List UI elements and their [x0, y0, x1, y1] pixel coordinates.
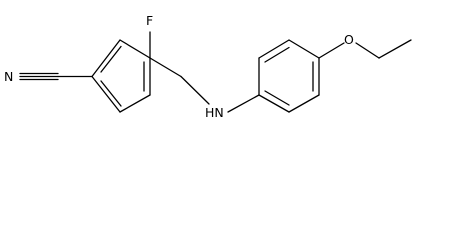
ring2-bond-3 — [288, 39, 320, 59]
ring1-double-3 — [100, 80, 122, 107]
ring2-bond-2 — [258, 39, 290, 59]
fluorine-label: F — [146, 13, 153, 28]
ring1-bond-1 — [91, 39, 121, 78]
benzylamine-linker: HN — [149, 57, 260, 120]
ring1-bond-5 — [91, 75, 121, 113]
nitrile-group — [19, 72, 93, 81]
ring1-bond-2 — [119, 39, 151, 59]
ring2-bond-5 — [288, 94, 320, 113]
fluoro-substituent: F — [146, 13, 153, 59]
ring2-bond-6 — [258, 94, 290, 113]
ring1-double-1 — [100, 45, 122, 73]
ring2-double-1 — [264, 46, 290, 63]
amine-label: HN — [205, 105, 224, 120]
nh-to-ring-bond — [227, 94, 260, 113]
ethoxy-group: O — [318, 32, 412, 59]
ring-to-oxygen-bond — [318, 42, 345, 59]
oxygen-to-ch2-bond — [355, 42, 380, 59]
ring-to-ch2-bond — [149, 57, 182, 78]
ring1-bond-4 — [119, 94, 151, 113]
oxygen-label: O — [344, 32, 354, 47]
ch2-to-nh-bond — [180, 75, 210, 105]
ethyl-bond — [378, 39, 412, 59]
ring2-double-3 — [264, 90, 290, 106]
nitrile-nitrogen-label: N — [4, 69, 13, 84]
benzonitrile-ring — [91, 39, 151, 113]
molecule-structure-diagram: F N HN O — [4, 13, 412, 120]
ethoxyphenyl-ring — [258, 39, 320, 113]
